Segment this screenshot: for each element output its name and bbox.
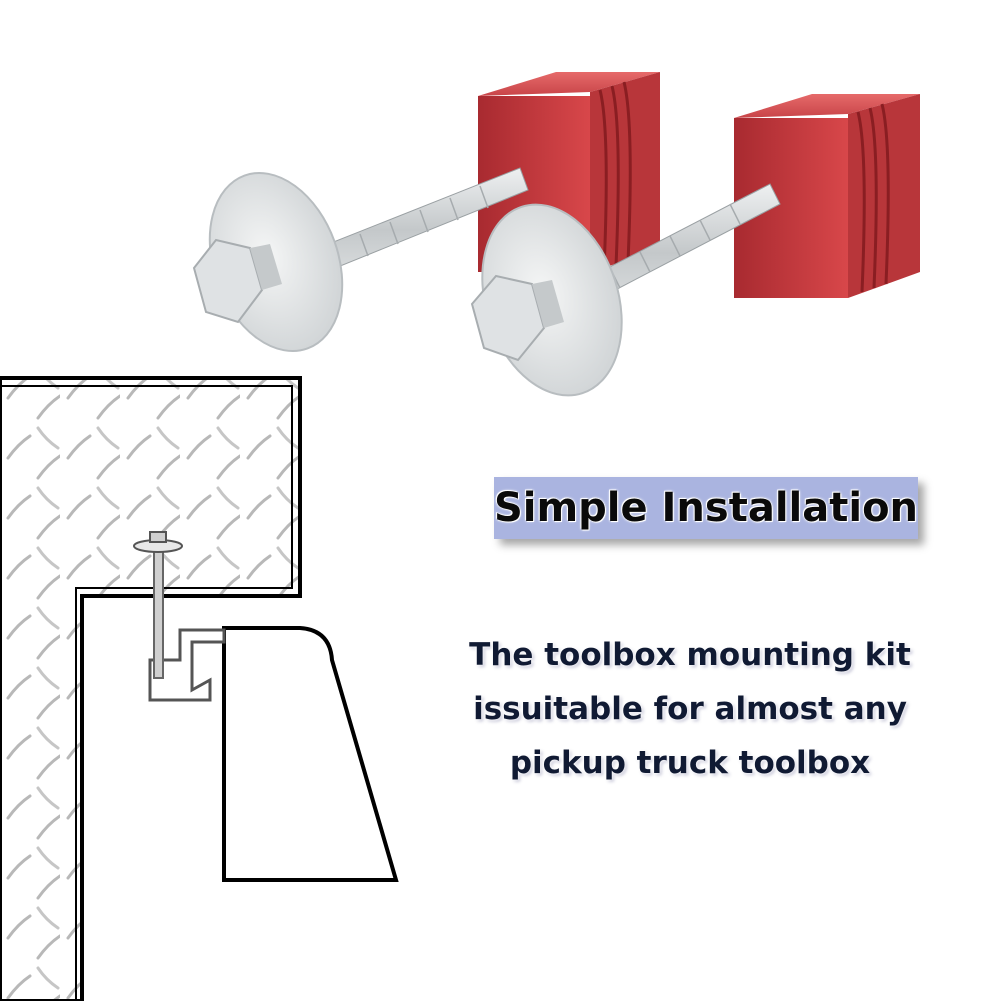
- toolbox-rail-diagram-icon: [0, 376, 399, 1001]
- feature-badge-label: Simple Installation: [493, 485, 919, 531]
- feature-badge: Simple Installation: [494, 477, 918, 539]
- product-description: The toolbox mounting kit issuitable for …: [440, 628, 940, 790]
- hex-bolt-washer-icon: [192, 167, 529, 353]
- description-line: The toolbox mounting kit: [469, 637, 911, 673]
- description-line: issuitable for almost any: [473, 691, 907, 727]
- hex-bolt-washer-icon: [470, 183, 781, 397]
- red-clamp-block-icon: [734, 94, 920, 298]
- description-line: pickup truck toolbox: [509, 745, 871, 781]
